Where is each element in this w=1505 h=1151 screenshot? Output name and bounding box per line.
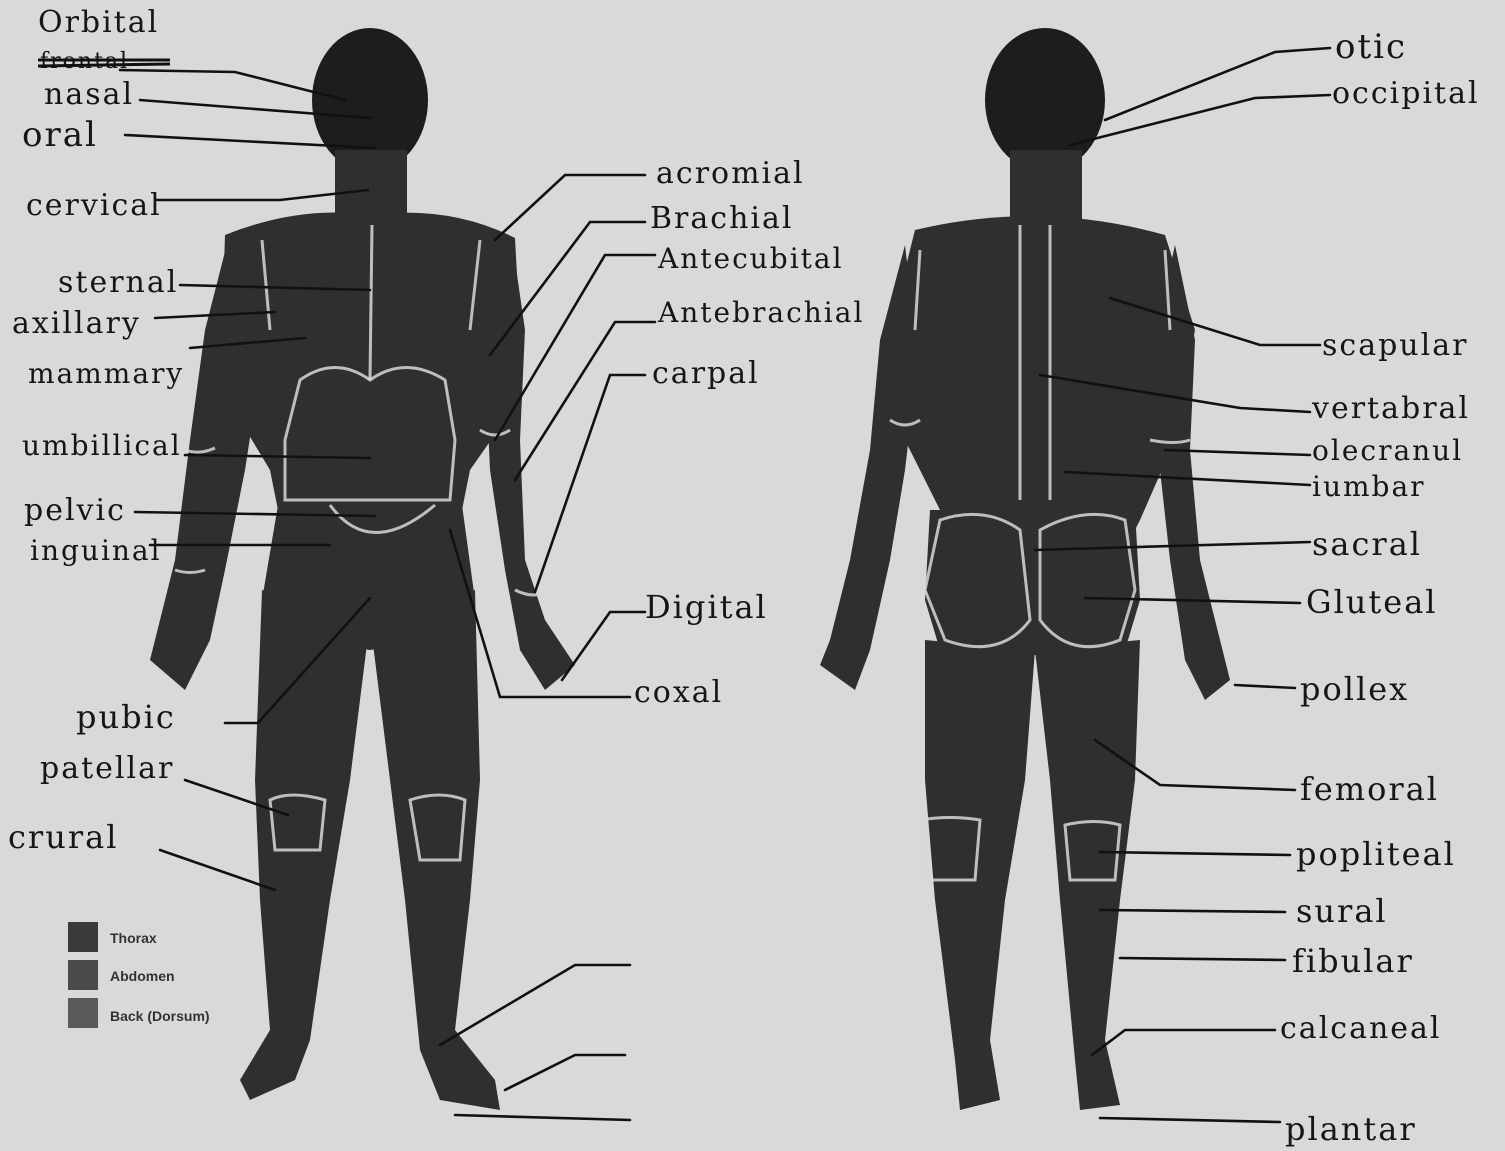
label-brachial: Brachial <box>650 201 793 236</box>
label-nasal: nasal <box>44 77 134 112</box>
label-otic: otic <box>1335 27 1407 67</box>
label-calcaneal: calcaneal <box>1280 1011 1442 1046</box>
label-carpal: carpal <box>652 356 760 391</box>
legend: Thorax Abdomen Back (Dorsum) <box>68 922 210 1028</box>
label-axillary: axillary <box>12 306 141 341</box>
strikethrough <box>38 64 170 66</box>
label-mammary: mammary <box>28 357 184 390</box>
label-digital: Digital <box>645 588 768 626</box>
label-patellar: patellar <box>40 751 174 786</box>
label-pelvic: pelvic <box>24 493 126 528</box>
label-gluteal: Gluteal <box>1306 583 1438 621</box>
legend-label-abdomen: Abdomen <box>110 968 175 984</box>
label-antebrachial: Antebrachial <box>657 296 864 329</box>
label-scapular: scapular <box>1322 328 1468 363</box>
label-acromial: acromial <box>656 156 805 191</box>
label-femoral: femoral <box>1300 770 1439 808</box>
legend-swatch-abdomen <box>68 960 98 990</box>
label-sacral: sacral <box>1312 525 1422 563</box>
label-vertebral: vertabral <box>1311 391 1470 426</box>
label-pollex: pollex <box>1300 670 1409 708</box>
label-oral: oral <box>22 115 98 155</box>
label-plantar: plantar <box>1285 1110 1417 1148</box>
legend-swatch-back <box>68 998 98 1028</box>
label-pubic: pubic <box>76 698 176 736</box>
label-antecubital: Antecubital <box>657 242 844 275</box>
label-sural: sural <box>1296 892 1388 930</box>
label-inguinal: inguinal <box>30 534 162 567</box>
label-popliteal: popliteal <box>1296 835 1456 873</box>
label-umbilical: umbillical <box>22 429 182 462</box>
label-cervical: cervical <box>26 188 162 223</box>
label-olecranal: olecranul <box>1312 434 1463 467</box>
label-lumbar: iumbar <box>1312 470 1426 503</box>
legend-swatch-thorax <box>68 922 98 952</box>
label-occipital: occipital <box>1332 76 1480 111</box>
posterior-labels: otic occipital scapular vertabral olecra… <box>1280 27 1480 1148</box>
legend-label-thorax: Thorax <box>110 930 157 946</box>
label-orbital: Orbital <box>38 5 159 40</box>
label-fibular: fibular <box>1292 942 1414 980</box>
legend-label-back: Back (Dorsum) <box>110 1008 210 1024</box>
label-crural: crural <box>8 818 118 856</box>
label-sternal: sternal <box>58 265 178 300</box>
posterior-figure <box>820 28 1230 1110</box>
label-coxal: coxal <box>634 675 723 710</box>
